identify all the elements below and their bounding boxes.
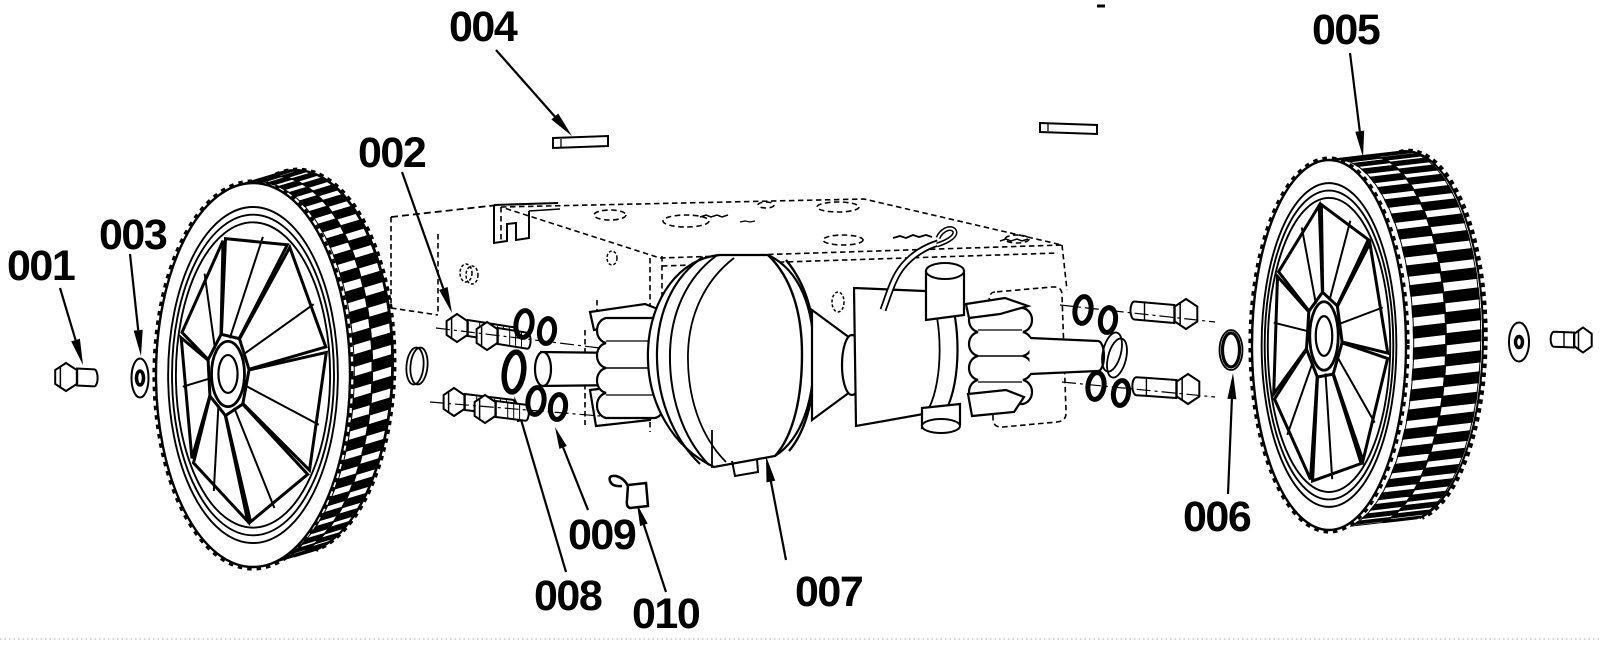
svg-text:003: 003	[99, 211, 167, 259]
svg-text:004: 004	[449, 3, 518, 51]
svg-text:007: 007	[795, 568, 863, 616]
svg-text:009: 009	[568, 511, 636, 559]
svg-text:002: 002	[358, 129, 426, 177]
svg-text:010: 010	[632, 590, 700, 638]
svg-text:001: 001	[7, 242, 75, 290]
svg-text:005: 005	[1312, 6, 1380, 54]
svg-text:006: 006	[1183, 493, 1251, 541]
svg-text:008: 008	[534, 572, 602, 620]
